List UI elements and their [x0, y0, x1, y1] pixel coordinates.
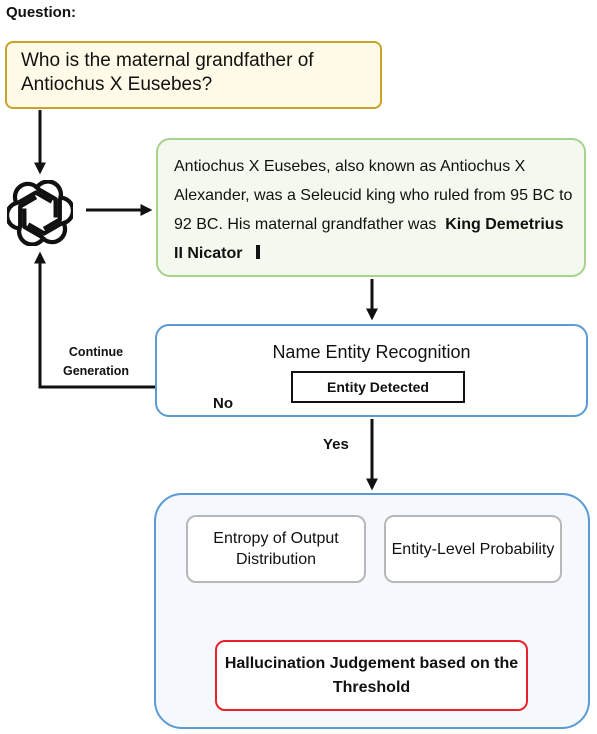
question-text: Who is the maternal grandfather of Antio… — [21, 50, 314, 95]
answer-text: Antiochus X Eusebes, also known as Antio… — [174, 158, 573, 233]
continue-generation-label: Continue Generation — [63, 345, 129, 378]
openai-logo-icon — [7, 180, 73, 246]
no-label: No — [213, 395, 233, 412]
entropy-box: Entropy of Output Distribution — [186, 515, 366, 583]
answer-entity: King Demetrius II Nicator — [174, 216, 564, 262]
question-heading: Question: — [6, 4, 76, 21]
ner-title: Name Entity Recognition — [272, 342, 471, 362]
hallucination-judgement-box: Hallucination Judgement based on the Thr… — [215, 640, 528, 711]
question-box: Who is the maternal grandfather of Antio… — [5, 41, 382, 109]
entity-detected-label: Entity Detected — [327, 379, 429, 395]
generated-answer-box: Antiochus X Eusebes, also known as Antio… — [156, 138, 586, 277]
text-cursor-icon — [256, 245, 261, 259]
hallucination-judgement-label: Hallucination Judgement based on the Thr… — [224, 654, 519, 696]
entropy-label: Entropy of Output Distribution — [213, 530, 339, 568]
entity-probability-label: Entity-Level Probability — [391, 540, 555, 558]
yes-label: Yes — [323, 436, 349, 453]
entity-probability-box: Entity-Level Probability — [384, 515, 562, 583]
entity-detected-box: Entity Detected — [291, 371, 465, 403]
